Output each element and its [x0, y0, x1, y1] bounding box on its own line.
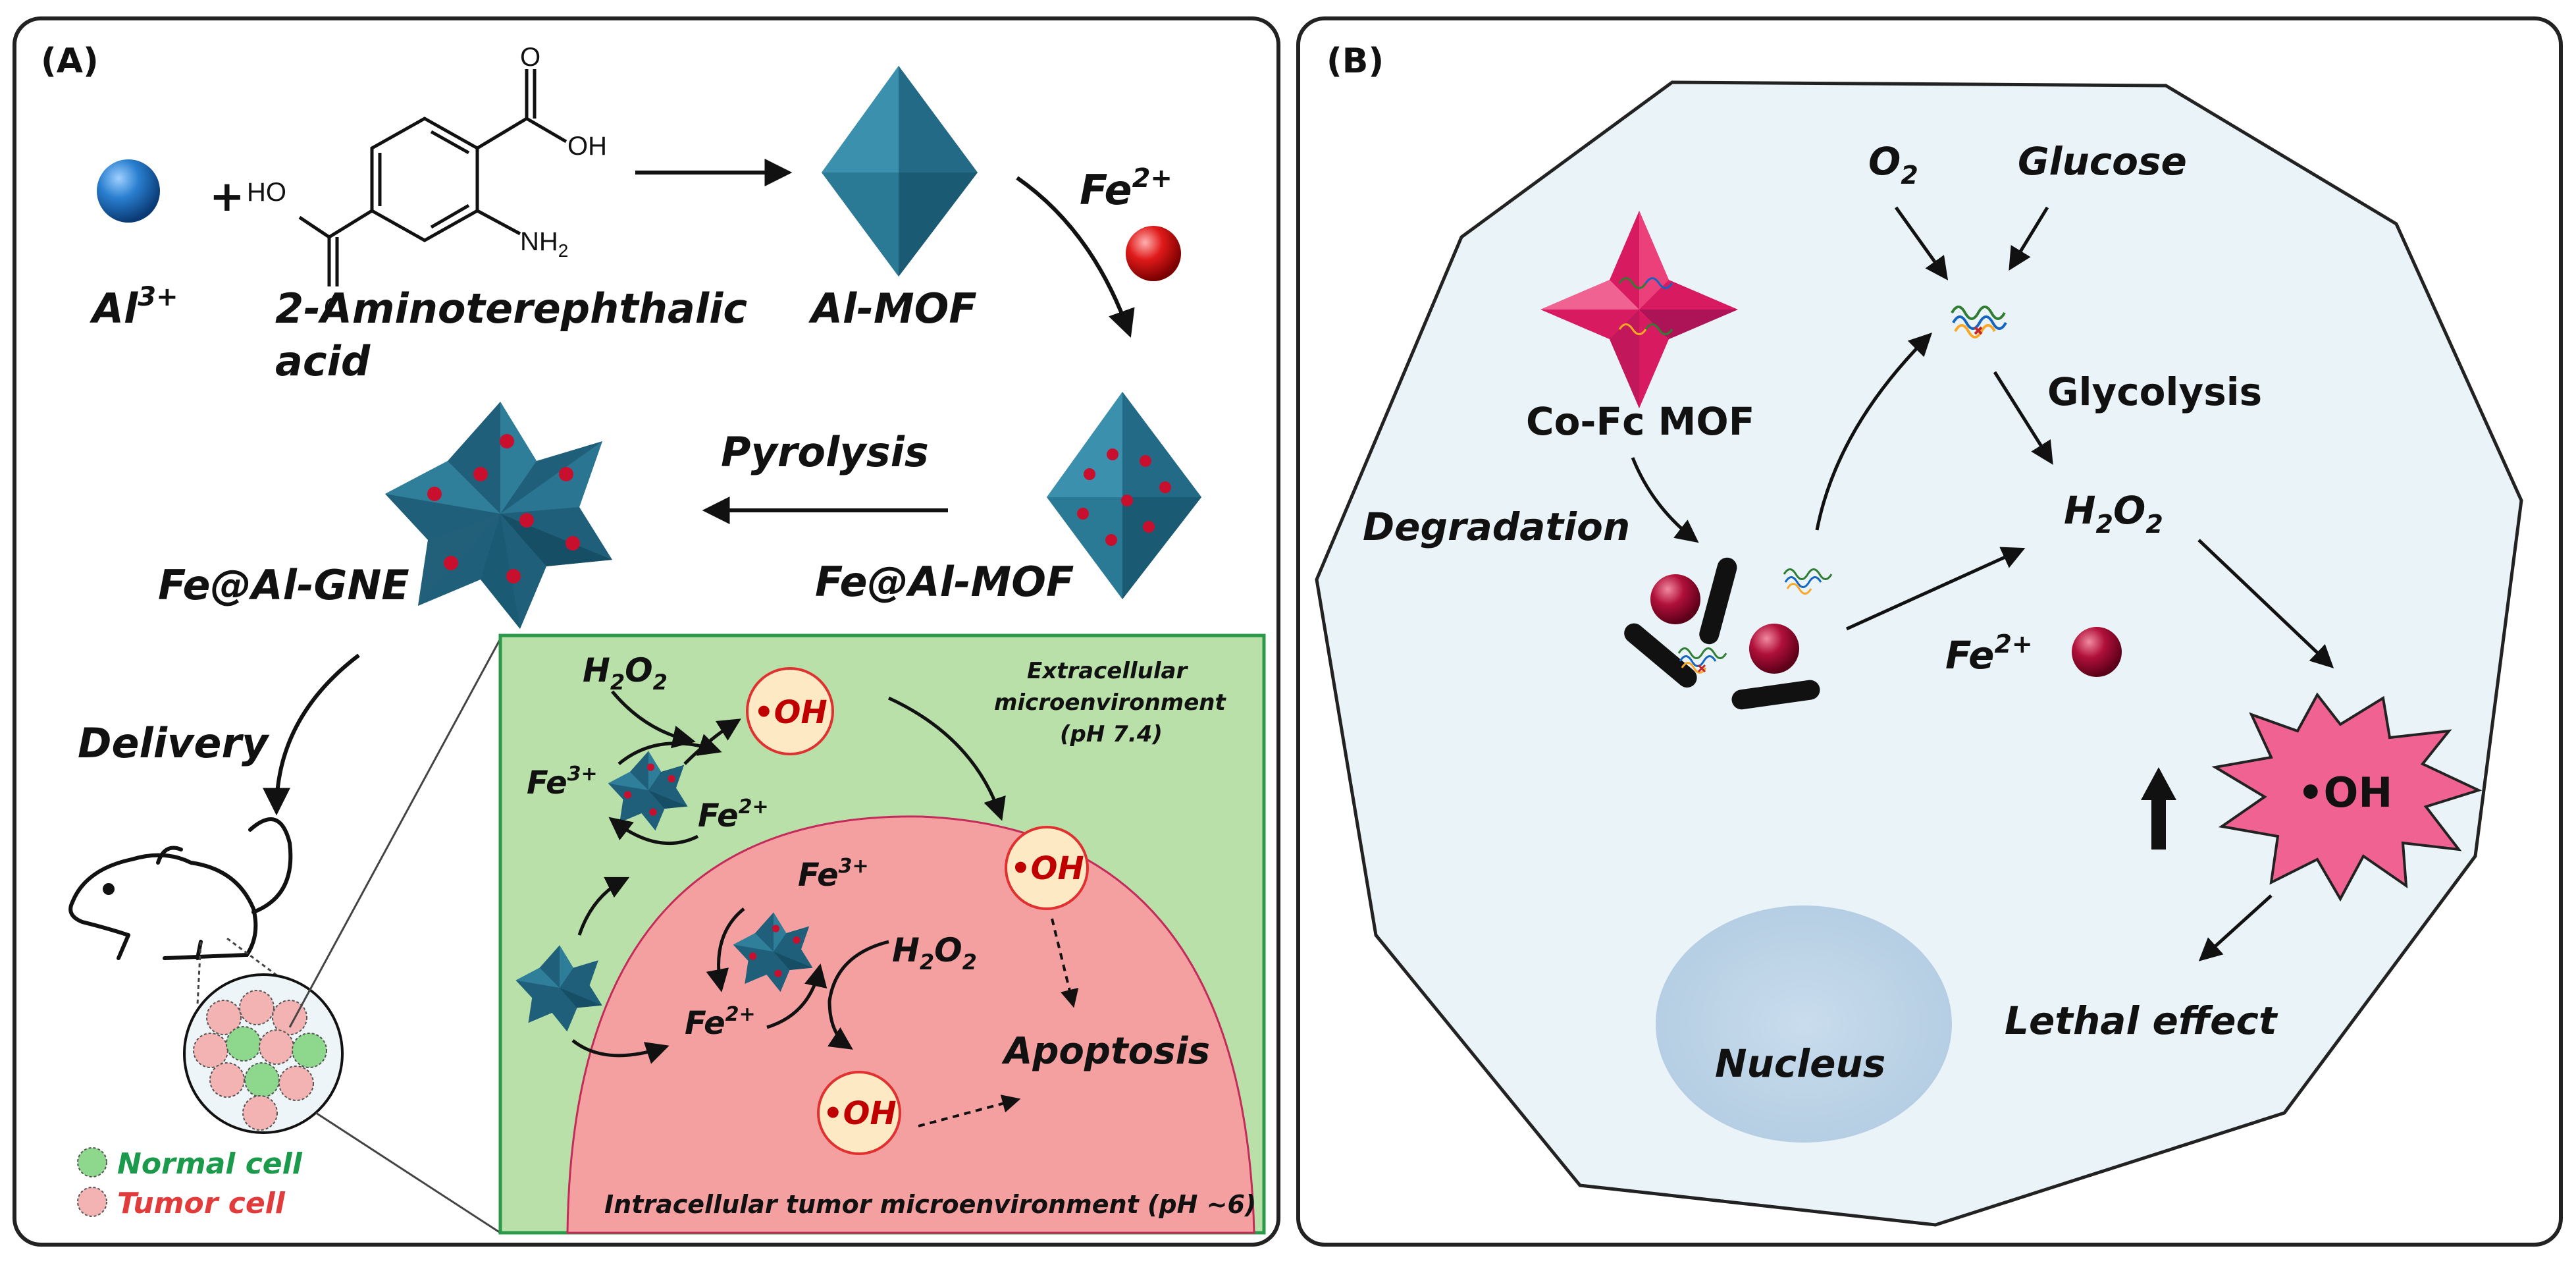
glycolysis-label: Glycolysis — [2047, 369, 2262, 414]
oh-starburst — [2211, 692, 2483, 902]
fe3-lower-label: Fe3+ — [798, 855, 869, 894]
fe2-b-label: Fe2+ — [1945, 630, 2033, 678]
fe2-upper-label: Fe2+ — [698, 796, 769, 834]
fe3-upper-label: Fe3+ — [527, 763, 598, 801]
legend-normal-label: Normal cell — [117, 1147, 303, 1181]
aminoterephthalic-label-2: acid — [275, 337, 371, 385]
almof-octahedron — [822, 66, 978, 277]
catalyst-lower — [733, 912, 813, 992]
oh-radical-low: •OH — [823, 1095, 897, 1132]
arrow-oh-lethal — [2198, 894, 2273, 961]
oh-radical-mid: •OH — [1011, 850, 1084, 887]
arrow-fe-curve — [1016, 176, 1135, 338]
fe-al-gne-label: Fe@Al-GNE — [158, 561, 409, 609]
almof-label: Al-MOF — [808, 284, 977, 333]
ho-label: HO — [247, 178, 286, 207]
arrow-upper-cycle-3 — [608, 817, 699, 846]
o-label-bottom: O — [324, 293, 344, 322]
pyrolysis-label: Pyrolysis — [721, 428, 929, 476]
legend-normal-swatch — [77, 1147, 107, 1177]
arrow-enzyme-h2o2 — [1993, 371, 2053, 465]
delivery-label: Delivery — [78, 719, 270, 767]
arrow-lower-cycle-2 — [766, 963, 828, 1029]
extracellular-label-1: Extracellular — [1027, 658, 1188, 684]
arrow-o2-enzyme — [1894, 206, 1949, 281]
fe-al-gne-star — [385, 402, 612, 629]
h2o2-top-label: H2O2 — [583, 651, 668, 695]
arrow-h2o2-oh — [2197, 539, 2334, 668]
oh-radical-low-circle — [817, 1071, 901, 1155]
aminoterephthalic-structure — [298, 69, 567, 286]
catalyst-upper — [608, 751, 688, 831]
fe-ion-ball-b — [2072, 627, 2122, 677]
legend-tumor-label: Tumor cell — [117, 1187, 286, 1220]
oh-radical-top-circle — [746, 667, 834, 755]
degradation-products — [1624, 557, 1833, 710]
h2o2-lower-label: H2O2 — [892, 931, 977, 975]
o-label-top: O — [520, 43, 540, 72]
arrow-to-upper-cycle — [577, 877, 630, 936]
panel-a-tag: (A) — [41, 41, 99, 81]
arrow-upper-cycle-1 — [611, 690, 696, 749]
lethal-label: Lethal effect — [2005, 998, 2278, 1043]
oh-radical-mid-circle — [1005, 826, 1089, 910]
nh2-label: NH2 — [520, 227, 568, 261]
plus-sign: + — [209, 173, 245, 221]
enzyme-icon-top — [1951, 306, 2007, 338]
arrow-oh-diffuse — [887, 696, 1006, 821]
extracellular-label-2: microenvironment — [994, 689, 1226, 716]
catalyst-lower-left — [515, 945, 602, 1032]
arrow-degradation — [1631, 457, 1699, 543]
apoptosis-label: Apoptosis — [1001, 1030, 1210, 1073]
arrow-oh-apoptosis — [1051, 918, 1079, 1008]
nucleus-label: Nucleus — [1715, 1041, 1885, 1086]
tumor-zoom-circle — [183, 973, 344, 1134]
arrow-upper-cycle-4 — [618, 734, 722, 765]
aminoterephthalic-label-1: 2-Aminoterephthalic — [275, 284, 747, 333]
intracellular-label: Intracellular tumor microenvironment (pH… — [604, 1190, 1256, 1219]
fe-almof-octahedron — [1047, 392, 1201, 599]
up-arrow-icon — [2141, 767, 2176, 850]
arrow-products-h2o2 — [1845, 547, 2026, 631]
arrow-delivery — [263, 653, 360, 816]
extracellular-label-3: (pH 7.4) — [1060, 721, 1163, 747]
fe-almof-label: Fe@Al-MOF — [815, 558, 1074, 606]
arrow-oh-low-apoptosis — [918, 1094, 1021, 1127]
oh-radical-top: •OH — [754, 694, 828, 731]
fe2-label-a: Fe2+ — [1080, 163, 1172, 214]
fe-ion-ball-a — [1126, 226, 1181, 281]
cofc-label: Co-Fc MOF — [1526, 399, 1754, 444]
h2o2-b-label: H2O2 — [2064, 488, 2163, 539]
oh-label: OH — [567, 132, 607, 161]
degradation-label: Degradation — [1363, 504, 1630, 549]
zoom-line-inset-2 — [315, 1112, 501, 1234]
zoom-line-1 — [196, 941, 202, 1005]
arrow-to-lower-cycle — [571, 1039, 670, 1064]
tumor-region — [566, 815, 1255, 1234]
arrow-products-enzyme — [1815, 333, 1932, 531]
panel-b-tag: (B) — [1327, 41, 1384, 81]
oh-radical-b: •OH — [2298, 769, 2392, 817]
nucleus — [1656, 905, 1952, 1143]
arrow-lower-cycle-1 — [706, 907, 745, 992]
zoom-line-inset-1 — [288, 638, 502, 1028]
glucose-label: Glucose — [2018, 139, 2187, 184]
cofc-mof-star — [1540, 211, 1738, 408]
o2-label: O2 — [1868, 139, 1918, 190]
arrow-glucose-enzyme — [2009, 206, 2049, 271]
al-ion-ball — [97, 159, 160, 223]
al-ion-label: Al3+ — [89, 282, 178, 333]
mouse-icon — [68, 817, 293, 960]
legend-tumor-swatch — [77, 1187, 107, 1217]
arrow-lower-cycle-3 — [827, 940, 889, 1050]
fe2-lower-label: Fe2+ — [685, 1003, 756, 1042]
